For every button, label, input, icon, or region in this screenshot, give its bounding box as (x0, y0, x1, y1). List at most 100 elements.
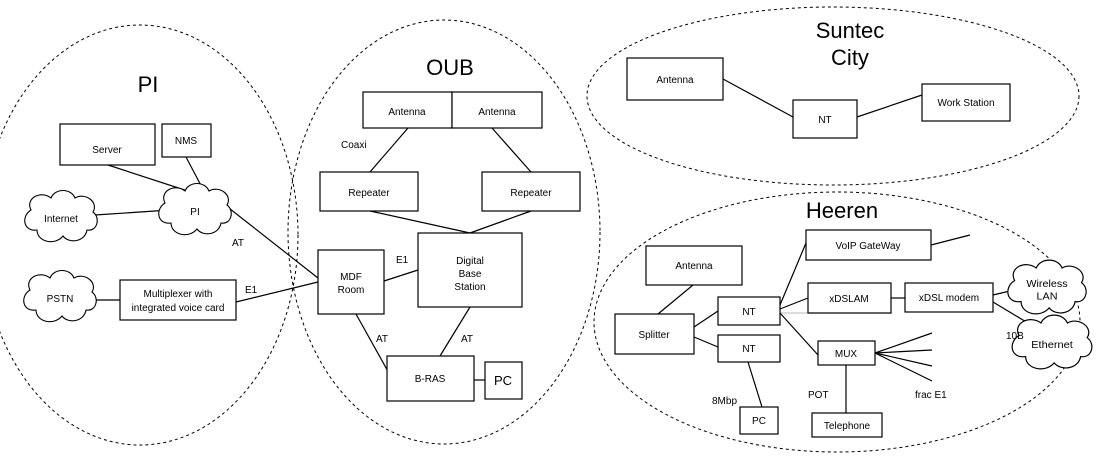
link-label-8mbp: 8Mbp (712, 396, 737, 407)
link-internet-pi (94, 209, 171, 216)
link-label-at-mdf-bras: AT (376, 334, 388, 345)
node-heeren-antenna-label: Antenna (675, 261, 713, 272)
node-oub-antenna-right-label: Antenna (478, 107, 516, 118)
node-telephone (811, 412, 883, 438)
node-xdslam-label: xDSLAM (829, 294, 868, 305)
node-nms-label: NMS (175, 136, 198, 147)
node-server-label: Server (92, 145, 122, 156)
link-mux-mdf (235, 281, 319, 303)
link-splitter-nt-top (693, 310, 719, 328)
link-mdf-bras (355, 313, 391, 376)
link-mux-fan-3 (874, 352, 933, 367)
node-voip-gateway (805, 229, 932, 261)
node-dbs-label-line3: Station (454, 282, 485, 293)
node-multiplexer (119, 279, 237, 321)
region-oub-boundary (287, 19, 601, 445)
link-server-pi (107, 164, 201, 196)
link-heeren-antenna-splitter (657, 284, 694, 315)
node-mdf-room (317, 249, 385, 315)
link-label-frac-e1: frac E1 (915, 390, 947, 401)
link-nt-xdslam (779, 297, 809, 310)
node-repeater-left (319, 171, 419, 212)
node-work-station (921, 83, 1011, 122)
node-repeater-right (481, 171, 581, 212)
link-label-e1-pi: E1 (245, 285, 258, 296)
link-dbs-bras (439, 306, 471, 357)
node-heeren-pc-label: PC (752, 416, 766, 427)
link-voip-out (930, 234, 971, 246)
region-pi-boundary (0, 24, 299, 446)
link-suntec-antenna-nt (722, 78, 794, 118)
link-repeater-right-dbs (469, 210, 532, 234)
link-antenna-left-repeater (369, 127, 409, 173)
cloud-ethernet: Ethernet (1011, 314, 1093, 370)
region-suntec-boundary (586, 6, 1080, 186)
node-nms (161, 123, 212, 158)
node-oub-pc (484, 361, 523, 400)
link-label-10b: 10B (1006, 331, 1024, 342)
node-heeren-nt-bottom-label: NT (742, 344, 755, 355)
link-mux-fan-2 (874, 349, 933, 354)
node-oub-antenna-left-label: Antenna (388, 107, 426, 118)
node-repeater-right-label: Repeater (510, 188, 552, 199)
link-label-at-dbs-bras: AT (461, 334, 473, 345)
cloud-wireless-lan: Wireless LAN (1007, 259, 1087, 315)
node-oub-antenna-right (451, 91, 543, 129)
cloud-internet-label: Internet (44, 214, 78, 225)
link-nt-bottom-pc (747, 361, 763, 408)
region-title-suntec-line1: Suntec (816, 18, 885, 43)
link-label-e1-oub: E1 (396, 255, 409, 266)
node-heeren-nt-top (717, 296, 781, 326)
cloud-pi-hub-label: PI (190, 207, 199, 218)
link-splitter-nt-bottom (693, 336, 719, 348)
link-label-at-pi: AT (232, 238, 244, 249)
cloud-wireless-label-line1: Wireless (1026, 278, 1067, 290)
cloud-pstn: PSTN (23, 269, 97, 323)
link-antenna-right-repeater (491, 127, 532, 173)
link-repeater-left-dbs (369, 210, 471, 234)
node-xdslam (807, 282, 892, 314)
node-dbs-label-line2: Base (459, 269, 482, 280)
cloud-internet: Internet (24, 189, 98, 243)
node-heeren-mux-label: MUX (835, 349, 858, 360)
node-suntec-nt-label: NT (818, 115, 831, 126)
node-bras-label: B-RAS (415, 374, 446, 385)
node-heeren-nt-top-label: NT (742, 307, 755, 318)
region-title-pi: PI (138, 72, 159, 97)
link-nt-voip (779, 242, 807, 306)
node-oub-pc-label: PC (494, 373, 512, 388)
cloud-wireless-label-line2: LAN (1037, 291, 1058, 303)
node-heeren-antenna (645, 245, 743, 286)
node-work-station-label: Work Station (937, 98, 994, 109)
region-title-heeren: Heeren (806, 198, 878, 223)
cloud-pi-hub: PI (158, 182, 232, 236)
node-digital-base-station (417, 232, 523, 308)
node-mdf-label-line2: Room (338, 285, 365, 296)
node-multiplexer-label-line2: integrated voice card (132, 303, 225, 314)
cloud-ethernet-label: Ethernet (1031, 339, 1073, 351)
link-pi-mdf (224, 204, 319, 279)
link-mux-fan-4 (874, 352, 933, 382)
region-title-suntec-line2: City (831, 45, 869, 70)
node-suntec-antenna (626, 57, 724, 101)
node-multiplexer-label-line1: Multiplexer with (144, 289, 213, 300)
node-splitter (614, 313, 695, 355)
node-repeater-left-label: Repeater (348, 188, 390, 199)
node-server (59, 123, 156, 166)
node-mdf-label-line1: MDF (340, 272, 362, 283)
node-bras (386, 355, 475, 402)
node-splitter-label: Splitter (638, 330, 670, 341)
link-nt-mux (779, 312, 819, 356)
link-mux-fan-1 (874, 332, 933, 354)
node-heeren-nt-bottom (717, 334, 781, 363)
link-label-pot: POT (808, 390, 829, 401)
link-label-coaxi: Coaxi (341, 140, 367, 151)
node-telephone-label: Telephone (824, 421, 871, 432)
node-xdsl-modem (904, 282, 994, 313)
link-mdf-dbs (383, 269, 419, 282)
cloud-pstn-label: PSTN (47, 294, 74, 305)
node-heeren-mux (817, 340, 876, 366)
node-voip-gateway-label: VoIP GateWay (835, 241, 900, 252)
link-suntec-nt-ws (856, 94, 923, 118)
